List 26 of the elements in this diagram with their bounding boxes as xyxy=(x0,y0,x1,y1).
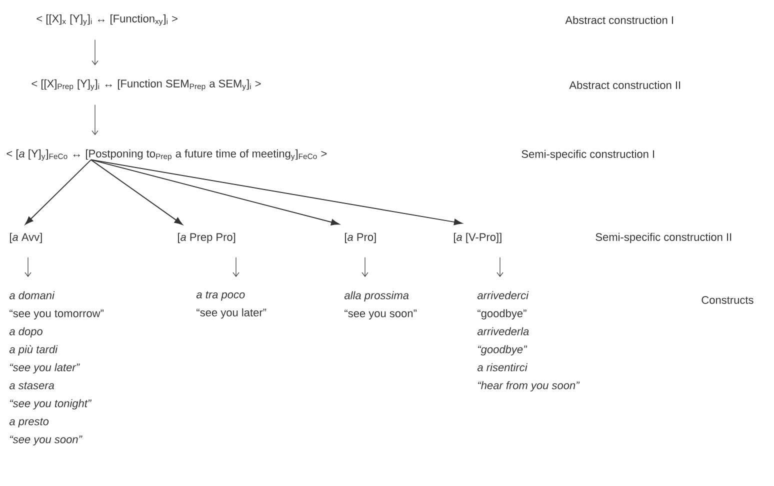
construction-formula: < [[X]$_{Prep}$ [Y]$_{y}$]$_{i}$ ↔ [Function SEM$_{Prep}$ a SEM$_{y}$]$_{i}$ > xyxy=(32,79,261,91)
arrow xyxy=(25,159,92,225)
level-label: Abstract construction I xyxy=(565,16,673,24)
arrow xyxy=(92,104,98,136)
construction-pattern: [a Pro] xyxy=(345,232,376,244)
arrow xyxy=(232,257,240,277)
construction-pattern: [a Avv] xyxy=(10,232,42,244)
construct-list: arrivederci “goodbye” arrivederla “goodbye” a risentirci “hear from you soon” xyxy=(477,291,580,392)
construct-list: a tra poco “see you later” xyxy=(196,291,266,319)
level-label: Constructs xyxy=(702,296,754,304)
arrow xyxy=(90,159,340,226)
arrow xyxy=(24,257,32,277)
construction-pattern: [a Prep Pro] xyxy=(178,232,236,244)
construct-list: a domani “see you tomorrow” a dopo a più tardi “see you later” a stasera “see you tonight” a presto “see you soon” xyxy=(9,291,104,446)
arrow xyxy=(90,159,183,225)
arrow xyxy=(496,257,504,277)
level-label: Semi-specific construction II xyxy=(596,232,732,244)
arrow xyxy=(362,257,368,277)
construction-formula: < [[X]$_{x}$ [Y]$_{y}$]$_{i}$ ↔ [Function$_{xy}$]$_{i}$ > xyxy=(36,14,178,26)
construct-list: alla prossima “see you soon” xyxy=(344,291,417,320)
level-label: Abstract construction II xyxy=(569,80,680,90)
construction-formula: < [a [Y]$_{y}$]$_{FeCo}$ ↔ [Postponing to$_{Prep}$ a future time of meeting$_{y}$]$_{FeCo}$ > xyxy=(6,149,327,161)
level-label: Semi-specific construction I xyxy=(522,150,654,160)
arrow xyxy=(92,40,98,66)
arrow xyxy=(90,159,462,226)
construction-pattern: [a [V-Pro]] xyxy=(454,232,502,244)
